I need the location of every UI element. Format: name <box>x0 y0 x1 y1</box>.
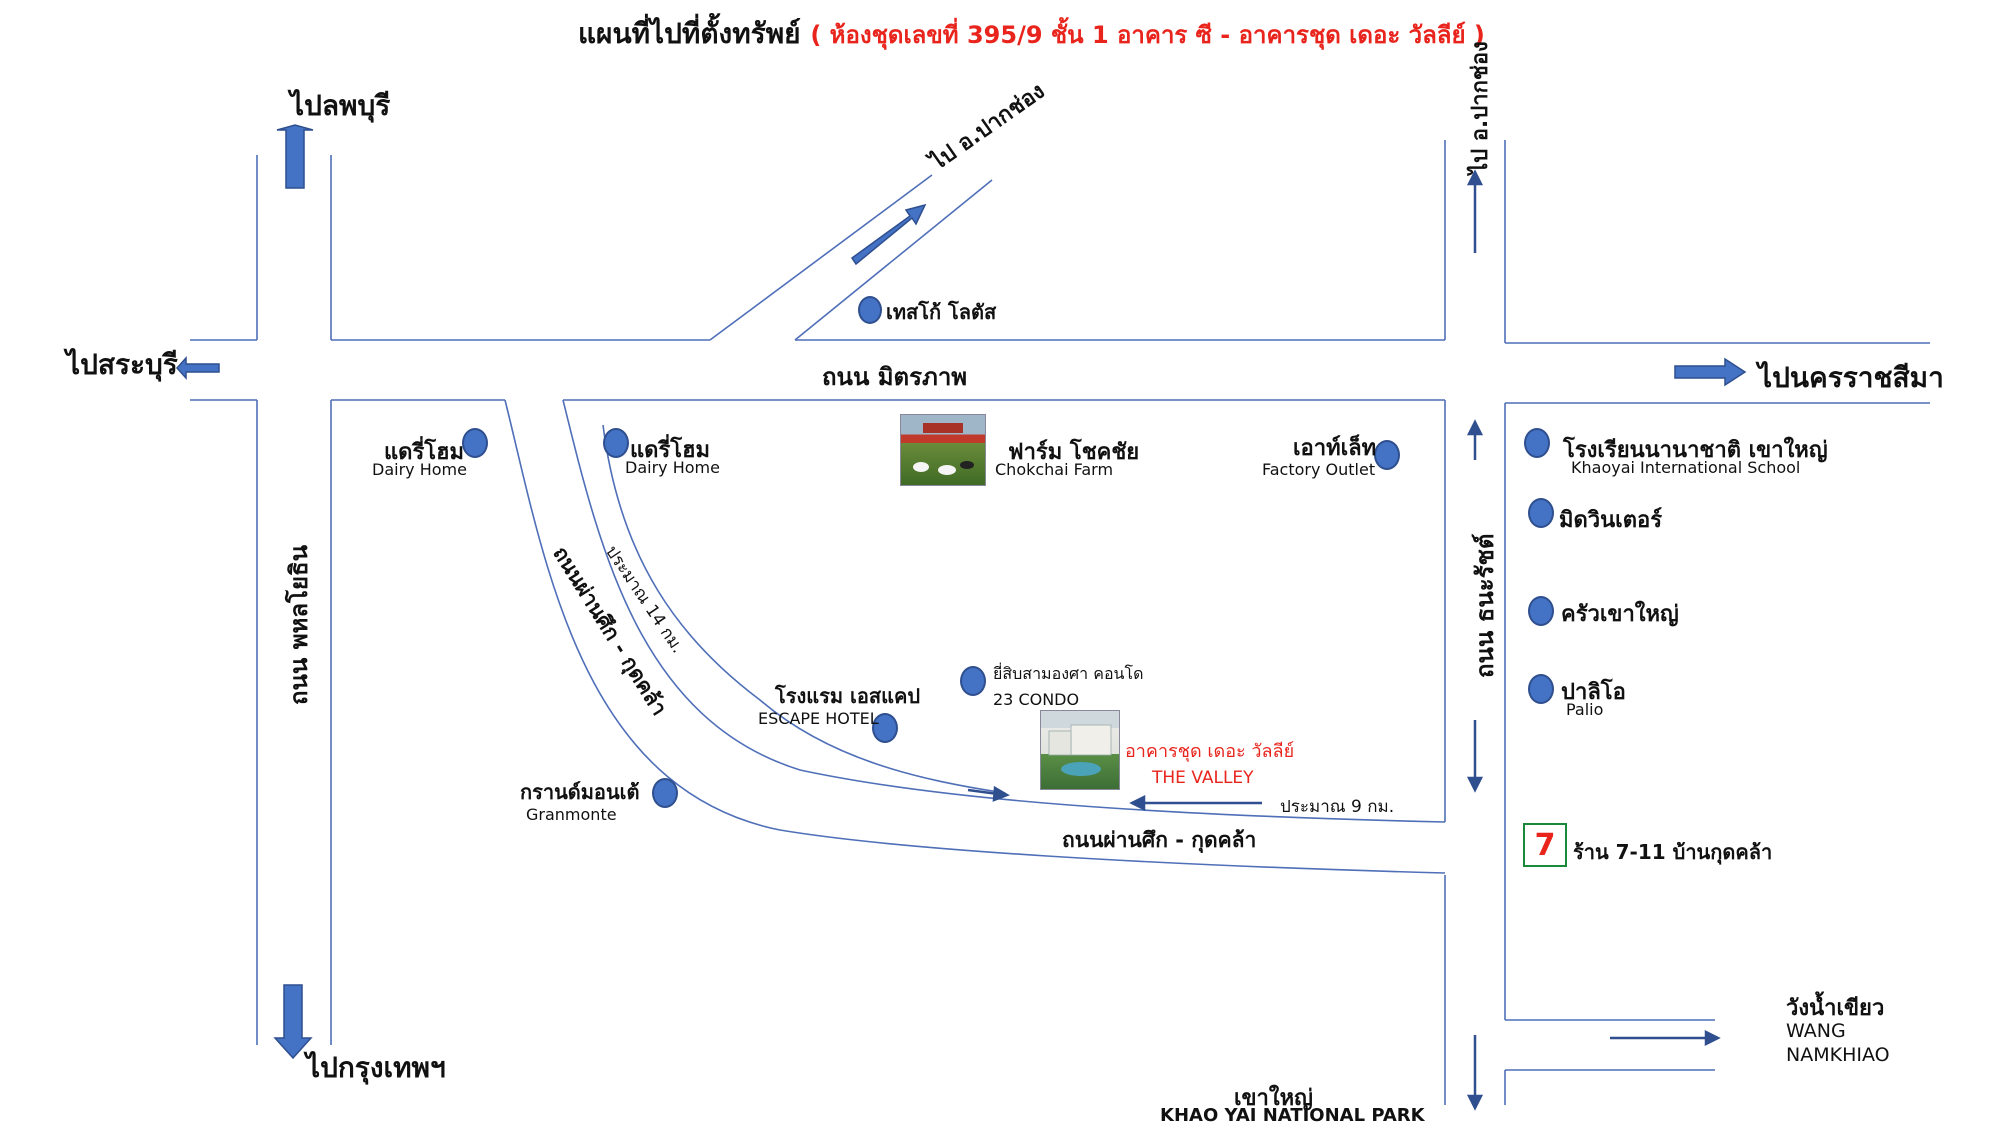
palio-label-en: Palio <box>1566 700 1604 719</box>
arrow-left-saraburi <box>175 356 220 380</box>
condo23-marker <box>960 666 986 696</box>
seven-eleven-label: ร้าน 7-11 บ้านกุดคล้า <box>1573 840 1773 864</box>
direction-lopburi: ไปลพบุรี <box>290 89 391 122</box>
palio-marker <box>1528 674 1554 704</box>
granmonte-label-en: Granmonte <box>526 805 617 824</box>
factory-outlet-label-th: เอาท์เล็ท <box>1293 436 1377 461</box>
map-title-detail: ( ห้องชุดเลขที่ 395/9 ชั้น 1 อาคาร ซี - … <box>810 21 1485 49</box>
international-school-label-en: Khaoyai International School <box>1571 458 1801 477</box>
condo23-label-th: ยี่สิบสามองศา คอนโด <box>993 664 1144 683</box>
chokchai-farm-label-th: ฟาร์ม โชคชัย <box>1008 440 1140 465</box>
map-title: แผนที่ไปที่ตั้งทรัพย์ ( ห้องชุดเลขที่ 39… <box>578 12 1485 56</box>
krua-khaoyai-label: ครัวเขาใหญ่ <box>1561 602 1679 627</box>
granmonte-label-th: กรานด์มอนเต้ <box>520 780 640 804</box>
road-phansuek-bottom: ถนนผ่านศึก - กุดคล้า <box>1062 828 1257 852</box>
tesco-marker <box>858 296 882 324</box>
dairy-home-1-label-en: Dairy Home <box>372 460 467 479</box>
escape-hotel-marker <box>872 713 898 743</box>
map-title-main: แผนที่ไปที่ตั้งทรัพย์ <box>578 17 801 50</box>
the-valley-label-en: THE VALLEY <box>1152 768 1254 788</box>
arrow-right-nakhon <box>1674 357 1747 387</box>
international-school-label-th: โรงเรียนนานาชาติ เขาใหญ่ <box>1563 438 1828 463</box>
granmonte-marker <box>652 778 678 808</box>
road-thanarat: ถนน ธนะรัชต์ <box>1471 533 1499 678</box>
direction-wang-namkhiao: วังน้ำเขียว <box>1786 996 1885 1021</box>
arrow-diagonal-pakchong <box>850 203 927 266</box>
direction-wang-en-2: NAMKHIAO <box>1786 1044 1890 1066</box>
dairy-home-1-label-th: แดรี่โฮม <box>384 440 465 465</box>
midwinter-label: มิดวินเตอร์ <box>1559 508 1663 533</box>
palio-label-th: ปาลิโอ <box>1561 680 1626 705</box>
seven-eleven-logo: 7 <box>1523 823 1567 867</box>
road-phahonyothin: ถนน พหลโยธิน <box>285 544 313 705</box>
road-mittraphap: ถนน มิตรภาพ <box>822 363 968 391</box>
escape-hotel-label-en: ESCAPE HOTEL <box>758 709 879 728</box>
dairy-home-2-label-th: แดรี่โฮม <box>630 438 711 463</box>
dairy-home-2-label-en: Dairy Home <box>625 458 720 477</box>
phansuek-road-outer-edge <box>504 399 1446 874</box>
arrow-down-bangkok <box>273 984 313 1060</box>
midwinter-marker <box>1528 498 1554 528</box>
direction-nakhon: ไปนครราชสีมา <box>1758 361 1944 394</box>
dairy-home-2-marker <box>603 428 629 458</box>
factory-outlet-label-en: Factory Outlet <box>1262 460 1376 479</box>
the-valley-photo <box>1040 710 1120 790</box>
direction-saraburi: ไปสระบุรี <box>66 348 178 381</box>
the-valley-label-th: อาคารชุด เดอะ วัลลีย์ <box>1125 741 1295 762</box>
tesco-label: เทสโก้ โลตัส <box>886 300 997 324</box>
direction-pakchong-top: ไป อ.ปากช่อง <box>1468 41 1493 174</box>
chokchai-farm-photo <box>900 414 986 486</box>
seven-eleven-logo-number: 7 <box>1534 827 1556 863</box>
direction-wang-en-1: WANG <box>1786 1020 1846 1042</box>
direction-bangkok: ไปกรุงเทพฯ <box>306 1051 446 1084</box>
krua-khaoyai-marker <box>1528 596 1554 626</box>
direction-khaoyai-en: KHAO YAI NATIONAL PARK <box>1160 1105 1425 1126</box>
distance-9km: ประมาณ 9 กม. <box>1280 797 1395 817</box>
condo23-label-en: 23 CONDO <box>993 690 1080 709</box>
factory-outlet-marker <box>1374 440 1400 470</box>
dairy-home-1-marker <box>462 428 488 458</box>
direction-khaoyai: เขาใหญ่ <box>1234 1086 1313 1111</box>
chokchai-farm-label-en: Chokchai Farm <box>995 460 1114 479</box>
international-school-marker <box>1524 428 1550 458</box>
arrow-up-lopburi <box>276 124 314 189</box>
escape-hotel-label-th: โรงแรม เอสแคป <box>775 684 921 708</box>
